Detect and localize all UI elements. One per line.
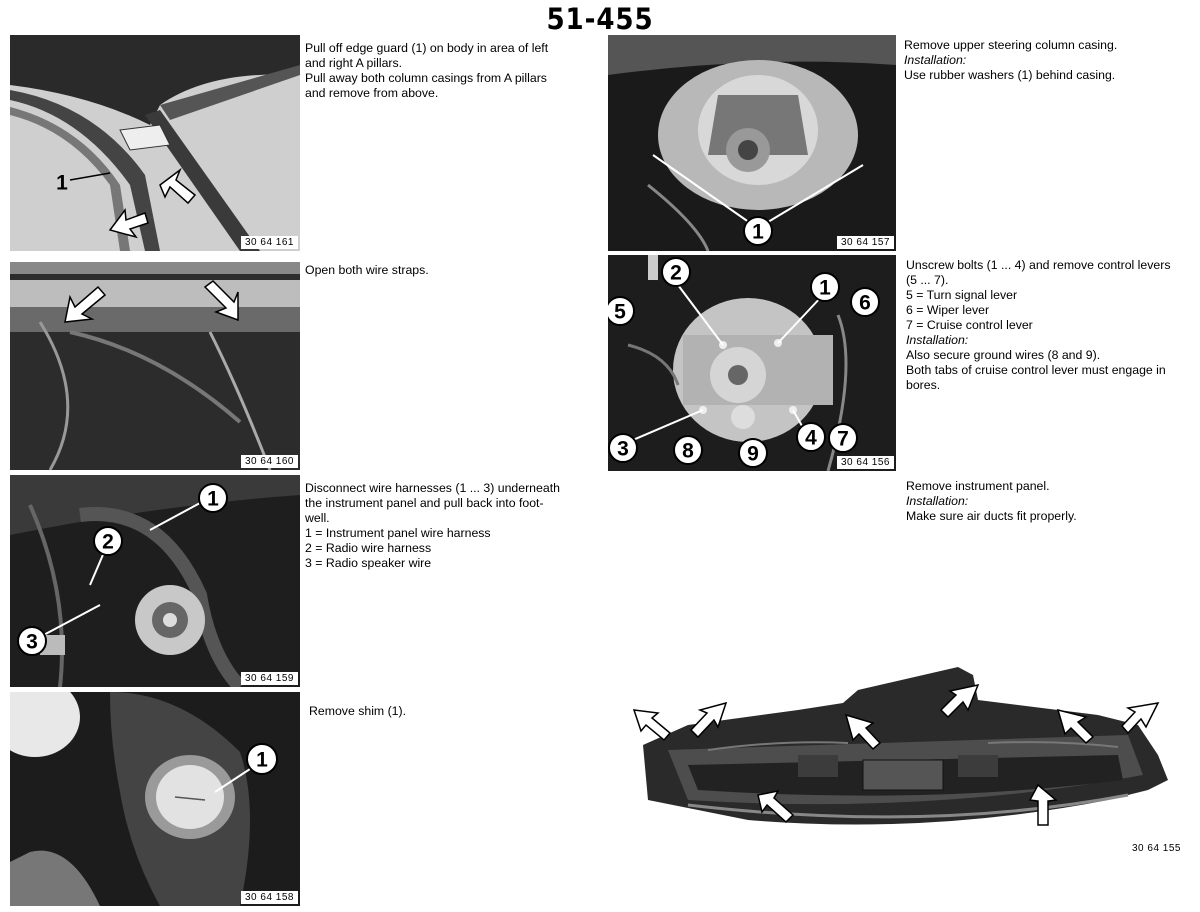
figure-number: 30 64 161: [241, 236, 298, 249]
photo-instrument-panel: [628, 655, 1178, 840]
clip-arrow-icon-7: [757, 789, 795, 824]
callout-8: 8: [682, 440, 694, 463]
pull-arrow-icon-2: [108, 208, 149, 239]
strap-arrow-icon-2: [203, 280, 239, 322]
clip-arrow-icon-2: [689, 701, 728, 739]
caption-steering-column: Remove upper steering column casing. Ins…: [904, 38, 1118, 82]
callout-2: 2: [670, 262, 682, 285]
callout-7: 7: [837, 428, 849, 451]
callout-1: 1: [819, 277, 831, 300]
caption-wire-harnesses: Disconnect wire harnesses (1 ... 3) unde…: [305, 481, 560, 570]
photo-wire-straps: 30 64 160: [10, 262, 300, 470]
callout-1: 1: [56, 172, 68, 195]
clip-arrow-icon-4: [939, 683, 980, 719]
photo-a-pillar-edge-guard: 1 30 64 161: [10, 35, 300, 251]
callout-3: 3: [26, 631, 38, 654]
callout-3: 3: [617, 438, 629, 461]
photo-shim: 1 30 64 158: [10, 692, 300, 906]
callout-4: 4: [805, 427, 817, 450]
callout-1: 1: [256, 749, 268, 772]
figure-number: 30 64 156: [837, 456, 894, 469]
strap-arrow-icon: [64, 285, 107, 323]
photo-steering-column-casing: 1 30 64 157: [608, 35, 896, 251]
clip-arrow-icon-8: [1028, 783, 1058, 826]
caption-wire-straps: Open both wire straps.: [305, 263, 429, 277]
callout-1: 1: [752, 221, 764, 244]
clip-arrow-icon-6: [1120, 702, 1160, 735]
callout-5: 5: [614, 301, 626, 324]
callout-1: 1: [207, 488, 219, 511]
figure-number: 30 64 160: [241, 455, 298, 468]
figure-number-instrument-panel: 30 64 155: [1132, 843, 1181, 854]
caption-instrument-panel: Remove instrument panel. Installation: M…: [906, 479, 1077, 523]
clip-arrow-icon-3: [844, 713, 882, 751]
clip-arrow-icon: [632, 709, 672, 742]
figure-number: 30 64 159: [241, 672, 298, 685]
callout-6: 6: [859, 292, 871, 315]
callout-2: 2: [102, 531, 114, 554]
figure-number: 30 64 157: [837, 236, 894, 249]
photo-control-levers: 1 2 3 4 5 6 7 8 9 30 64 156: [608, 255, 896, 471]
photo-wire-harnesses: 1 2 3 30 64 159: [10, 475, 300, 687]
pull-arrow-icon: [159, 167, 197, 205]
caption-shim: Remove shim (1).: [309, 704, 407, 718]
caption-edge-guard: Pull off edge guard (1) on body in area …: [305, 41, 549, 100]
page-number: 51-455: [546, 2, 654, 36]
callout-9: 9: [747, 443, 759, 466]
clip-arrow-icon-5: [1056, 708, 1095, 745]
caption-control-levers: Unscrew bolts (1 ... 4) and remove contr…: [906, 258, 1171, 392]
figure-number: 30 64 158: [241, 891, 298, 904]
